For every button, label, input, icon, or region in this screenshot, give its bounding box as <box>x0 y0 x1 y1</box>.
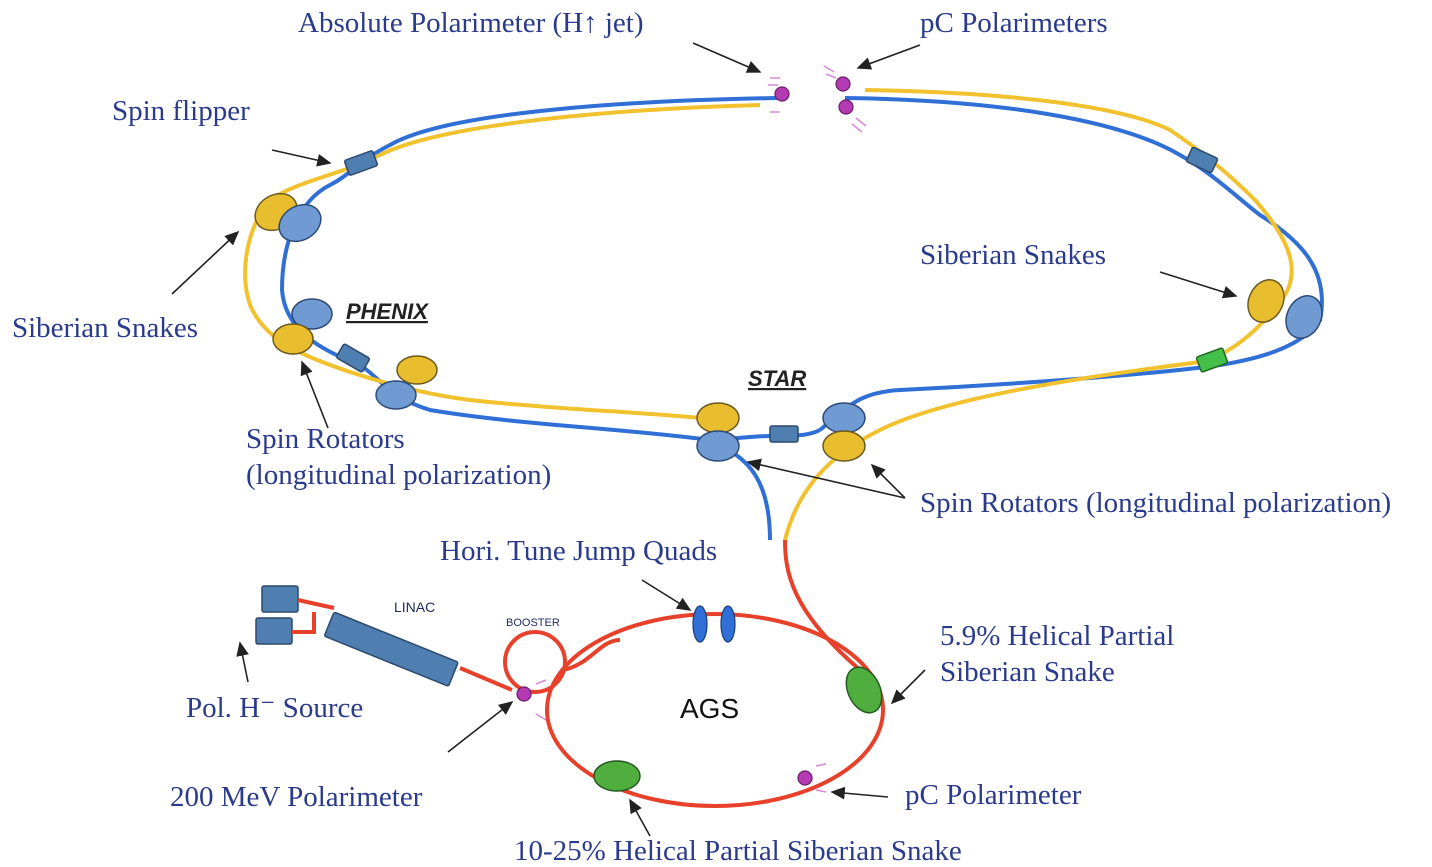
ags-ring <box>545 612 885 808</box>
linac <box>324 611 513 692</box>
spin-rotators-left-label-2: (longitudinal polarization) <box>246 459 551 491</box>
absolute-polarimeter-label: Absolute Polarimeter (H↑ jet) <box>298 7 644 39</box>
helical-59-label-2: Siberian Snake <box>940 656 1115 688</box>
linac-label: LINAC <box>394 599 435 615</box>
star-label: STAR <box>748 366 806 391</box>
phenix-label: PHENIX <box>346 299 429 324</box>
helical-1025-label: 10-25% Helical Partial Siberian Snake <box>514 835 962 867</box>
siberian-snake-right <box>1247 279 1323 339</box>
pc-polarimeter-ags <box>797 763 827 793</box>
booster-label: BOOSTER <box>506 617 560 629</box>
jet-polarimeter <box>768 77 790 113</box>
hori-tune-jump-label: Hori. Tune Jump Quads <box>440 535 717 567</box>
booster-ring <box>503 630 621 694</box>
tune-jump-quads <box>692 605 736 643</box>
pointer-arrows <box>171 42 1238 837</box>
spin-flipper-label: Spin flipper <box>112 95 250 127</box>
pc-polarimeters-top <box>823 65 867 133</box>
beamline-boxes <box>335 146 1229 373</box>
siberian-snake-left <box>254 192 322 243</box>
siberian-snakes-right-label: Siberian Snakes <box>920 239 1106 271</box>
pc-polarimeters-label: pC Polarimeters <box>920 7 1108 39</box>
siberian-snakes-left-label: Siberian Snakes <box>12 312 198 344</box>
spin-rotators-right-label: Spin Rotators (longitudinal polarization… <box>920 487 1391 519</box>
spin-rotators-left-label-1: Spin Rotators <box>246 423 405 455</box>
polarimeter-200 <box>516 679 547 721</box>
helical-59-label-1: 5.9% Helical Partial <box>940 620 1174 652</box>
pol-source-label: Pol. H⁻ Source <box>186 692 363 724</box>
polarimeter-200-label: 200 MeV Polarimeter <box>170 781 423 813</box>
spin-rotator-star <box>696 402 866 462</box>
transfer-line <box>783 539 862 672</box>
pc-polarimeter-label: pC Polarimeter <box>905 779 1082 811</box>
spin-rotator-phenix <box>272 298 438 410</box>
helical-snake-1025 <box>593 760 641 792</box>
ags-label: AGS <box>680 693 739 724</box>
helical-snake-59 <box>845 666 883 714</box>
pol-source <box>255 585 335 645</box>
